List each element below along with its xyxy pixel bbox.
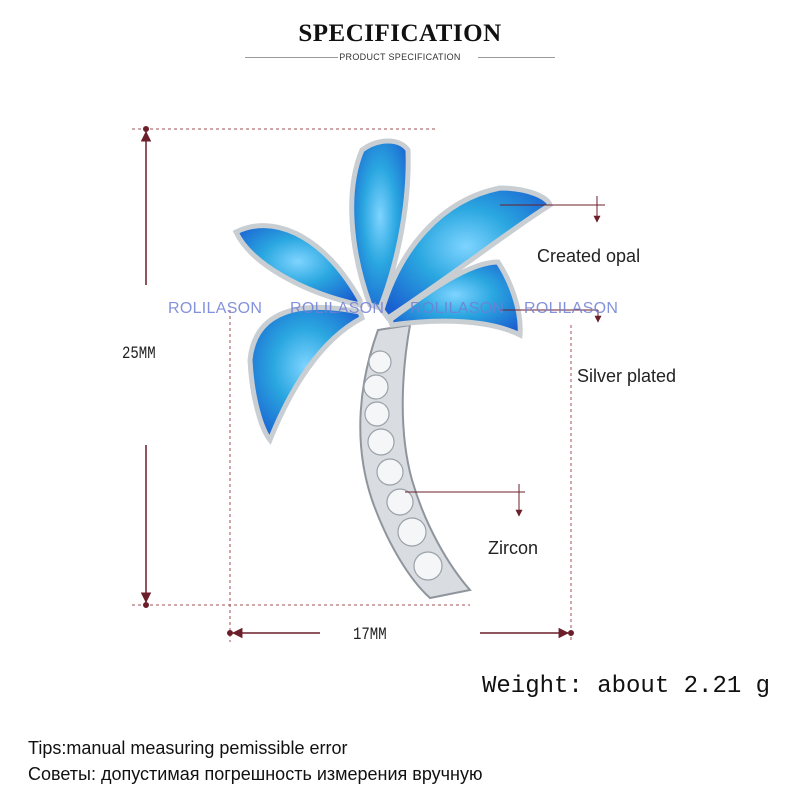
watermark-text: ROLILASON xyxy=(410,300,505,317)
watermark-text: ROLILASON xyxy=(290,300,385,317)
leaf-right-top xyxy=(379,185,553,322)
zircon-stones xyxy=(363,350,443,581)
page-title: SPECIFICATION xyxy=(298,20,502,47)
title-divider-gap xyxy=(338,54,478,61)
width-dimension-label: 17MM xyxy=(353,625,387,645)
page-subtitle: PRODUCT SPECIFICATION xyxy=(339,52,461,62)
trunk-silver xyxy=(359,323,472,600)
height-dimension xyxy=(132,126,470,608)
width-dimension xyxy=(227,310,574,642)
palm-tree-pendant xyxy=(232,138,553,600)
weight-label: Weight: about 2.21 g xyxy=(482,673,771,700)
height-dimension-label: 25MM xyxy=(122,344,156,364)
tips-russian: Советы: допустимая погрешность измерения… xyxy=(28,764,483,784)
zircon-callout-label: Zircon xyxy=(488,538,539,558)
leaf-left-bottom xyxy=(247,304,366,445)
leaf-right-bottom xyxy=(386,259,523,339)
opal-callout-label: Created opal xyxy=(537,246,641,266)
leaf-left-top xyxy=(232,223,363,309)
callout-lines xyxy=(405,196,605,517)
silver-callout-label: Silver plated xyxy=(577,366,677,386)
watermark-text: ROLILASON xyxy=(168,300,263,317)
tips-english: Tips:manual measuring pemissible error xyxy=(28,738,348,758)
leaf-top xyxy=(349,138,411,312)
watermark-text: ROLILASON xyxy=(524,300,619,317)
